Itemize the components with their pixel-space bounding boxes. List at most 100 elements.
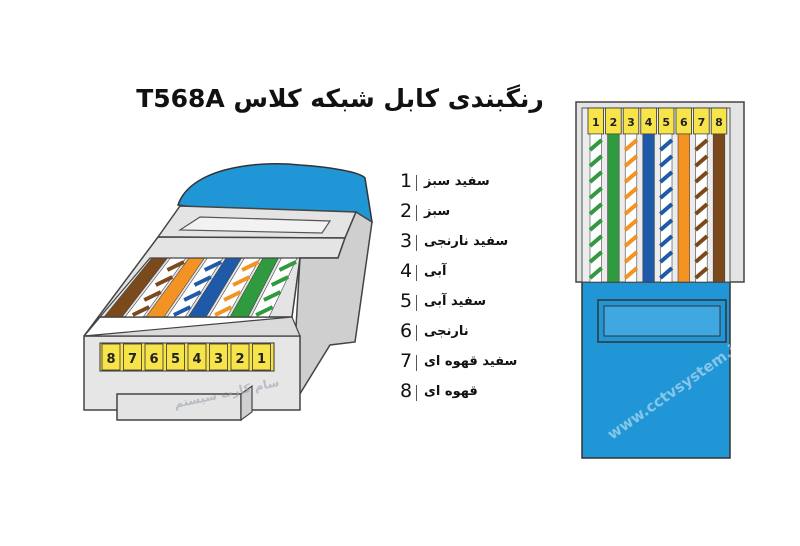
pin-number: 2 bbox=[610, 116, 618, 129]
wire-stripe bbox=[588, 266, 603, 280]
pin-contact bbox=[187, 343, 207, 371]
wire-stripe bbox=[278, 260, 297, 272]
wire-stripe bbox=[659, 202, 674, 216]
wire-4: 4 bbox=[640, 107, 657, 283]
wire-stripe bbox=[694, 218, 709, 232]
wire-stripe bbox=[623, 250, 639, 264]
wire-stripe bbox=[223, 290, 242, 302]
wire-stripe bbox=[166, 260, 185, 272]
legend-color-label: سبز bbox=[424, 204, 451, 219]
wire-stripe bbox=[659, 138, 674, 152]
wire-8 bbox=[103, 258, 169, 317]
pin-contact bbox=[123, 343, 142, 371]
plug-side-face bbox=[289, 210, 373, 411]
wire-stripe bbox=[588, 138, 603, 152]
pin-number: 2 bbox=[235, 352, 244, 367]
pin-4: 4 bbox=[187, 343, 207, 371]
wire-stripe bbox=[270, 275, 290, 287]
pin-7: 7 bbox=[123, 343, 142, 371]
wire-stripe bbox=[623, 202, 639, 216]
legend-pin-number: 5 bbox=[400, 290, 413, 312]
legend-separator bbox=[416, 325, 417, 341]
wire-stripe bbox=[623, 186, 639, 200]
pin-number: 5 bbox=[662, 116, 670, 129]
wire-3: 3 bbox=[622, 107, 640, 283]
legend-color-label: سفید نارنجی bbox=[424, 234, 509, 249]
legend-separator bbox=[416, 385, 417, 401]
legend-color-label: آبی bbox=[424, 264, 447, 279]
pin-contact bbox=[166, 343, 185, 371]
pin-number: 7 bbox=[128, 352, 137, 367]
wire-stripe bbox=[623, 266, 639, 280]
wire-stripe bbox=[659, 170, 674, 184]
wire-core bbox=[124, 258, 187, 317]
wire-stripe bbox=[694, 138, 709, 152]
pin-contact bbox=[101, 343, 121, 371]
pin-number: 8 bbox=[106, 352, 115, 367]
wire-stripe bbox=[659, 266, 674, 280]
wire-stripe bbox=[659, 154, 674, 168]
wire-2: 2 bbox=[605, 107, 622, 283]
wire-stripe bbox=[131, 305, 151, 317]
legend-separator bbox=[416, 265, 417, 281]
wire-core bbox=[145, 258, 206, 317]
wire-stripe bbox=[623, 138, 639, 152]
wire-core bbox=[208, 258, 261, 317]
pin-number: 4 bbox=[192, 352, 201, 367]
plug-top-window bbox=[178, 216, 332, 234]
legend-separator bbox=[416, 295, 417, 311]
wire-stripe bbox=[659, 186, 674, 200]
wire-8: 8 bbox=[710, 107, 728, 283]
wire-5 bbox=[166, 258, 224, 317]
wire-stripe bbox=[694, 234, 709, 248]
legend-color-label: قهوه ای bbox=[424, 384, 478, 399]
wire-stripe bbox=[694, 202, 709, 216]
pin-1: 1 bbox=[252, 343, 271, 371]
pin-number: 1 bbox=[592, 116, 600, 129]
pin-number: 6 bbox=[149, 352, 158, 367]
wire-core bbox=[607, 133, 620, 283]
wire-2 bbox=[229, 258, 279, 317]
wire-stripe bbox=[588, 218, 603, 232]
pin-number: 4 bbox=[645, 116, 653, 129]
pin-contact bbox=[252, 343, 271, 371]
pin-3: 3 bbox=[209, 343, 228, 371]
legend-separator bbox=[416, 235, 417, 251]
pin-contact bbox=[144, 343, 164, 371]
wire-stripe bbox=[623, 154, 639, 168]
legend-separator bbox=[416, 355, 417, 371]
wire-6 bbox=[145, 258, 206, 317]
pin-number: 3 bbox=[627, 116, 635, 129]
legend-pin-number: 7 bbox=[400, 350, 413, 372]
wire-stripe bbox=[183, 290, 202, 302]
wire-stripe bbox=[241, 260, 260, 272]
legend-separator bbox=[416, 175, 417, 191]
legend-separator bbox=[416, 205, 417, 221]
wire-core bbox=[229, 258, 279, 317]
wire-stripe bbox=[694, 170, 709, 184]
wire-stripe bbox=[694, 154, 709, 168]
pin-6: 6 bbox=[144, 343, 164, 371]
pin-number: 6 bbox=[680, 116, 688, 129]
wire-5: 5 bbox=[658, 107, 675, 283]
wire-stripe bbox=[588, 202, 603, 216]
wire-core bbox=[166, 258, 224, 317]
wire-core bbox=[103, 258, 169, 317]
wire-7 bbox=[124, 258, 187, 317]
wire-stripe bbox=[154, 275, 174, 287]
wire-core bbox=[677, 133, 690, 283]
pin-number: 1 bbox=[257, 352, 266, 367]
wire-stripe bbox=[694, 250, 709, 264]
wire-core bbox=[250, 258, 298, 317]
wire-6: 6 bbox=[675, 107, 693, 283]
legend-color-label: سفید سبز bbox=[424, 174, 490, 189]
wire-stripe bbox=[172, 305, 192, 317]
wire-stripe bbox=[255, 305, 274, 317]
wire-core bbox=[187, 258, 243, 317]
